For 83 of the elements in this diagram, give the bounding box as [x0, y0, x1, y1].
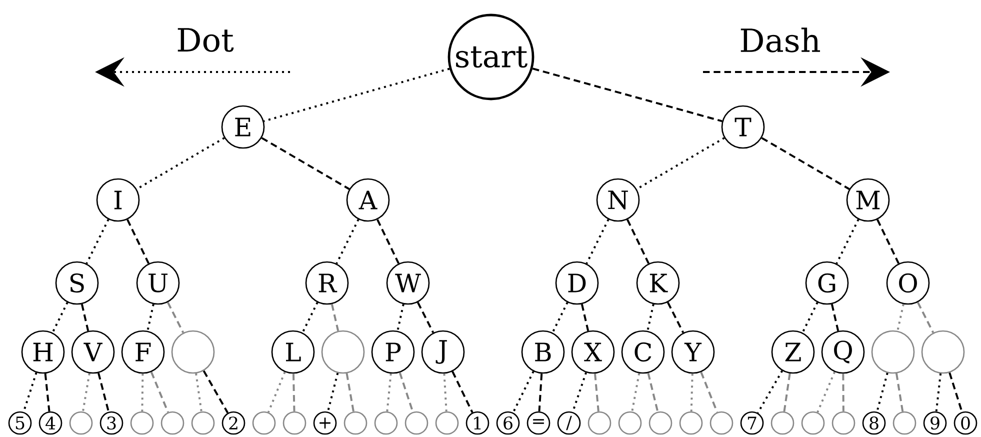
connector-line: [594, 374, 600, 412]
empty-circle: [588, 411, 612, 435]
connector-line: [44, 373, 50, 412]
connector-line: [141, 374, 144, 412]
connector-line: [631, 373, 640, 412]
connector-line: [646, 304, 654, 332]
empty-circle: [282, 411, 306, 435]
connector-line: [330, 304, 340, 332]
empty-circle: [710, 411, 734, 435]
connector-line: [761, 137, 850, 190]
connector-line: [948, 372, 963, 412]
empty-circle: [648, 411, 672, 435]
connector-line: [836, 218, 860, 264]
connector-line: [82, 373, 90, 412]
connector-line: [264, 68, 450, 122]
connector-line: [876, 372, 888, 412]
connector-line: [302, 302, 318, 334]
empty-circle: [679, 411, 703, 435]
empty-circle: [892, 411, 916, 435]
connector-line: [86, 218, 110, 264]
connector-line: [150, 372, 169, 413]
empty-circle: [374, 411, 398, 435]
empty-circle: [344, 411, 368, 435]
connector-line: [146, 304, 154, 332]
connector-line: [783, 373, 791, 412]
connector-line: [292, 374, 296, 412]
empty-circle: [404, 411, 428, 435]
connector-line: [346, 373, 354, 412]
connector-line: [842, 374, 844, 412]
connector-line: [443, 374, 448, 412]
connector-line: [935, 373, 942, 412]
connector-line: [802, 302, 818, 334]
connector-line: [396, 304, 404, 332]
connector-line: [336, 218, 360, 264]
connector-line: [626, 219, 650, 264]
empty-circle: [871, 330, 915, 374]
connector-line: [816, 372, 836, 413]
legend-text: Dot: [178, 28, 234, 52]
connector-line: [416, 302, 434, 334]
connector-line: [195, 373, 202, 412]
connector-line: [52, 302, 68, 334]
empty-circle: [435, 411, 459, 435]
connector-line: [326, 372, 339, 412]
connector-line: [538, 374, 543, 412]
connector-line: [80, 304, 90, 332]
connector-line: [876, 219, 900, 264]
empty-circle: [618, 411, 642, 435]
connector-line: [512, 371, 534, 413]
connector-line: [895, 373, 904, 412]
connector-line: [830, 304, 840, 332]
connector-line: [580, 304, 590, 332]
connector-line: [452, 371, 474, 413]
empty-circle: [130, 411, 154, 435]
empty-circle: [321, 330, 365, 374]
connector-line: [532, 68, 722, 122]
connector-line: [126, 219, 150, 264]
empty-circle: [921, 330, 965, 374]
connector-line: [261, 137, 350, 190]
empty-circle: [171, 330, 215, 374]
connector-line: [552, 302, 568, 334]
empty-circle: [160, 411, 184, 435]
connector-line: [647, 372, 659, 412]
connector-line: [896, 304, 904, 332]
empty-circle: [252, 411, 276, 435]
empty-circle: [191, 411, 215, 435]
connector-line: [386, 373, 392, 412]
connector-line: [690, 374, 694, 412]
connector-line: [700, 372, 718, 413]
connector-line: [586, 218, 610, 264]
empty-circle: [832, 411, 856, 435]
connector-line: [268, 372, 286, 413]
empty-circle: [770, 411, 794, 435]
legend-text: Dash: [740, 28, 820, 52]
connector-line: [666, 302, 684, 334]
connector-line: [916, 302, 934, 334]
connector-line: [166, 302, 184, 334]
connector-line: [98, 372, 110, 412]
empty-circle: [69, 411, 93, 435]
connector-line: [398, 372, 414, 412]
connector-line: [202, 370, 229, 414]
connector-line: [756, 370, 784, 414]
connector-line: [376, 219, 400, 264]
empty-circle: [801, 411, 825, 435]
